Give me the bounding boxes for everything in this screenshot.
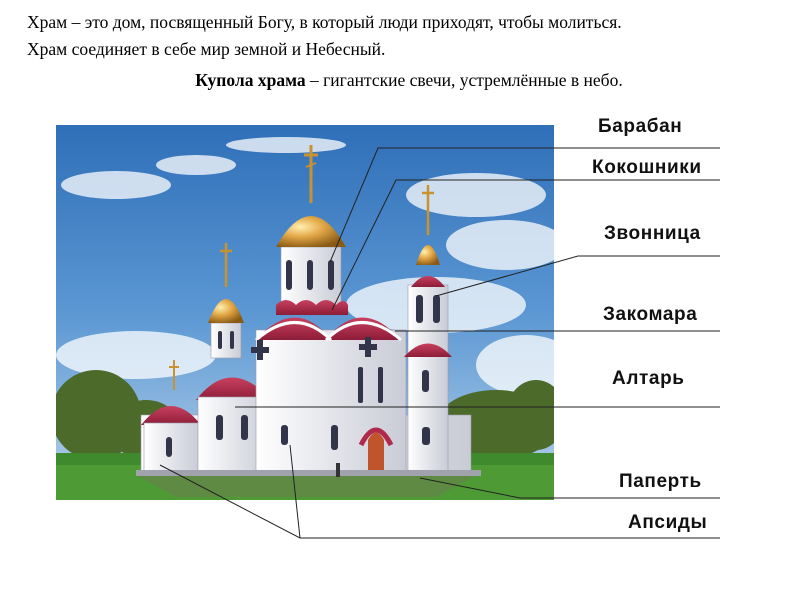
label-zakomara: Закомара	[603, 304, 698, 325]
label-apsidy: Апсиды	[628, 512, 708, 533]
domes-caption: Купола храма – гигантские свечи, устремл…	[0, 70, 800, 91]
label-paperte: Паперть	[619, 471, 702, 492]
intro-text: Храм – это дом, посвященный Богу, в кото…	[27, 9, 787, 63]
domes-caption-bold: Купола храма	[195, 70, 306, 90]
intro-line-1: Храм – это дом, посвященный Богу, в кото…	[27, 12, 622, 32]
church-illustration	[56, 125, 554, 500]
label-kokoshniki: Кокошники	[592, 157, 702, 178]
domes-caption-rest: – гигантские свечи, устремлённые в небо.	[305, 70, 623, 90]
intro-line-2: Храм соединяет в себе мир земной и Небес…	[27, 39, 386, 59]
label-altar: Алтарь	[612, 368, 685, 389]
label-baraban: Барабан	[598, 116, 683, 137]
label-zvonnitsa: Звонница	[604, 223, 701, 244]
